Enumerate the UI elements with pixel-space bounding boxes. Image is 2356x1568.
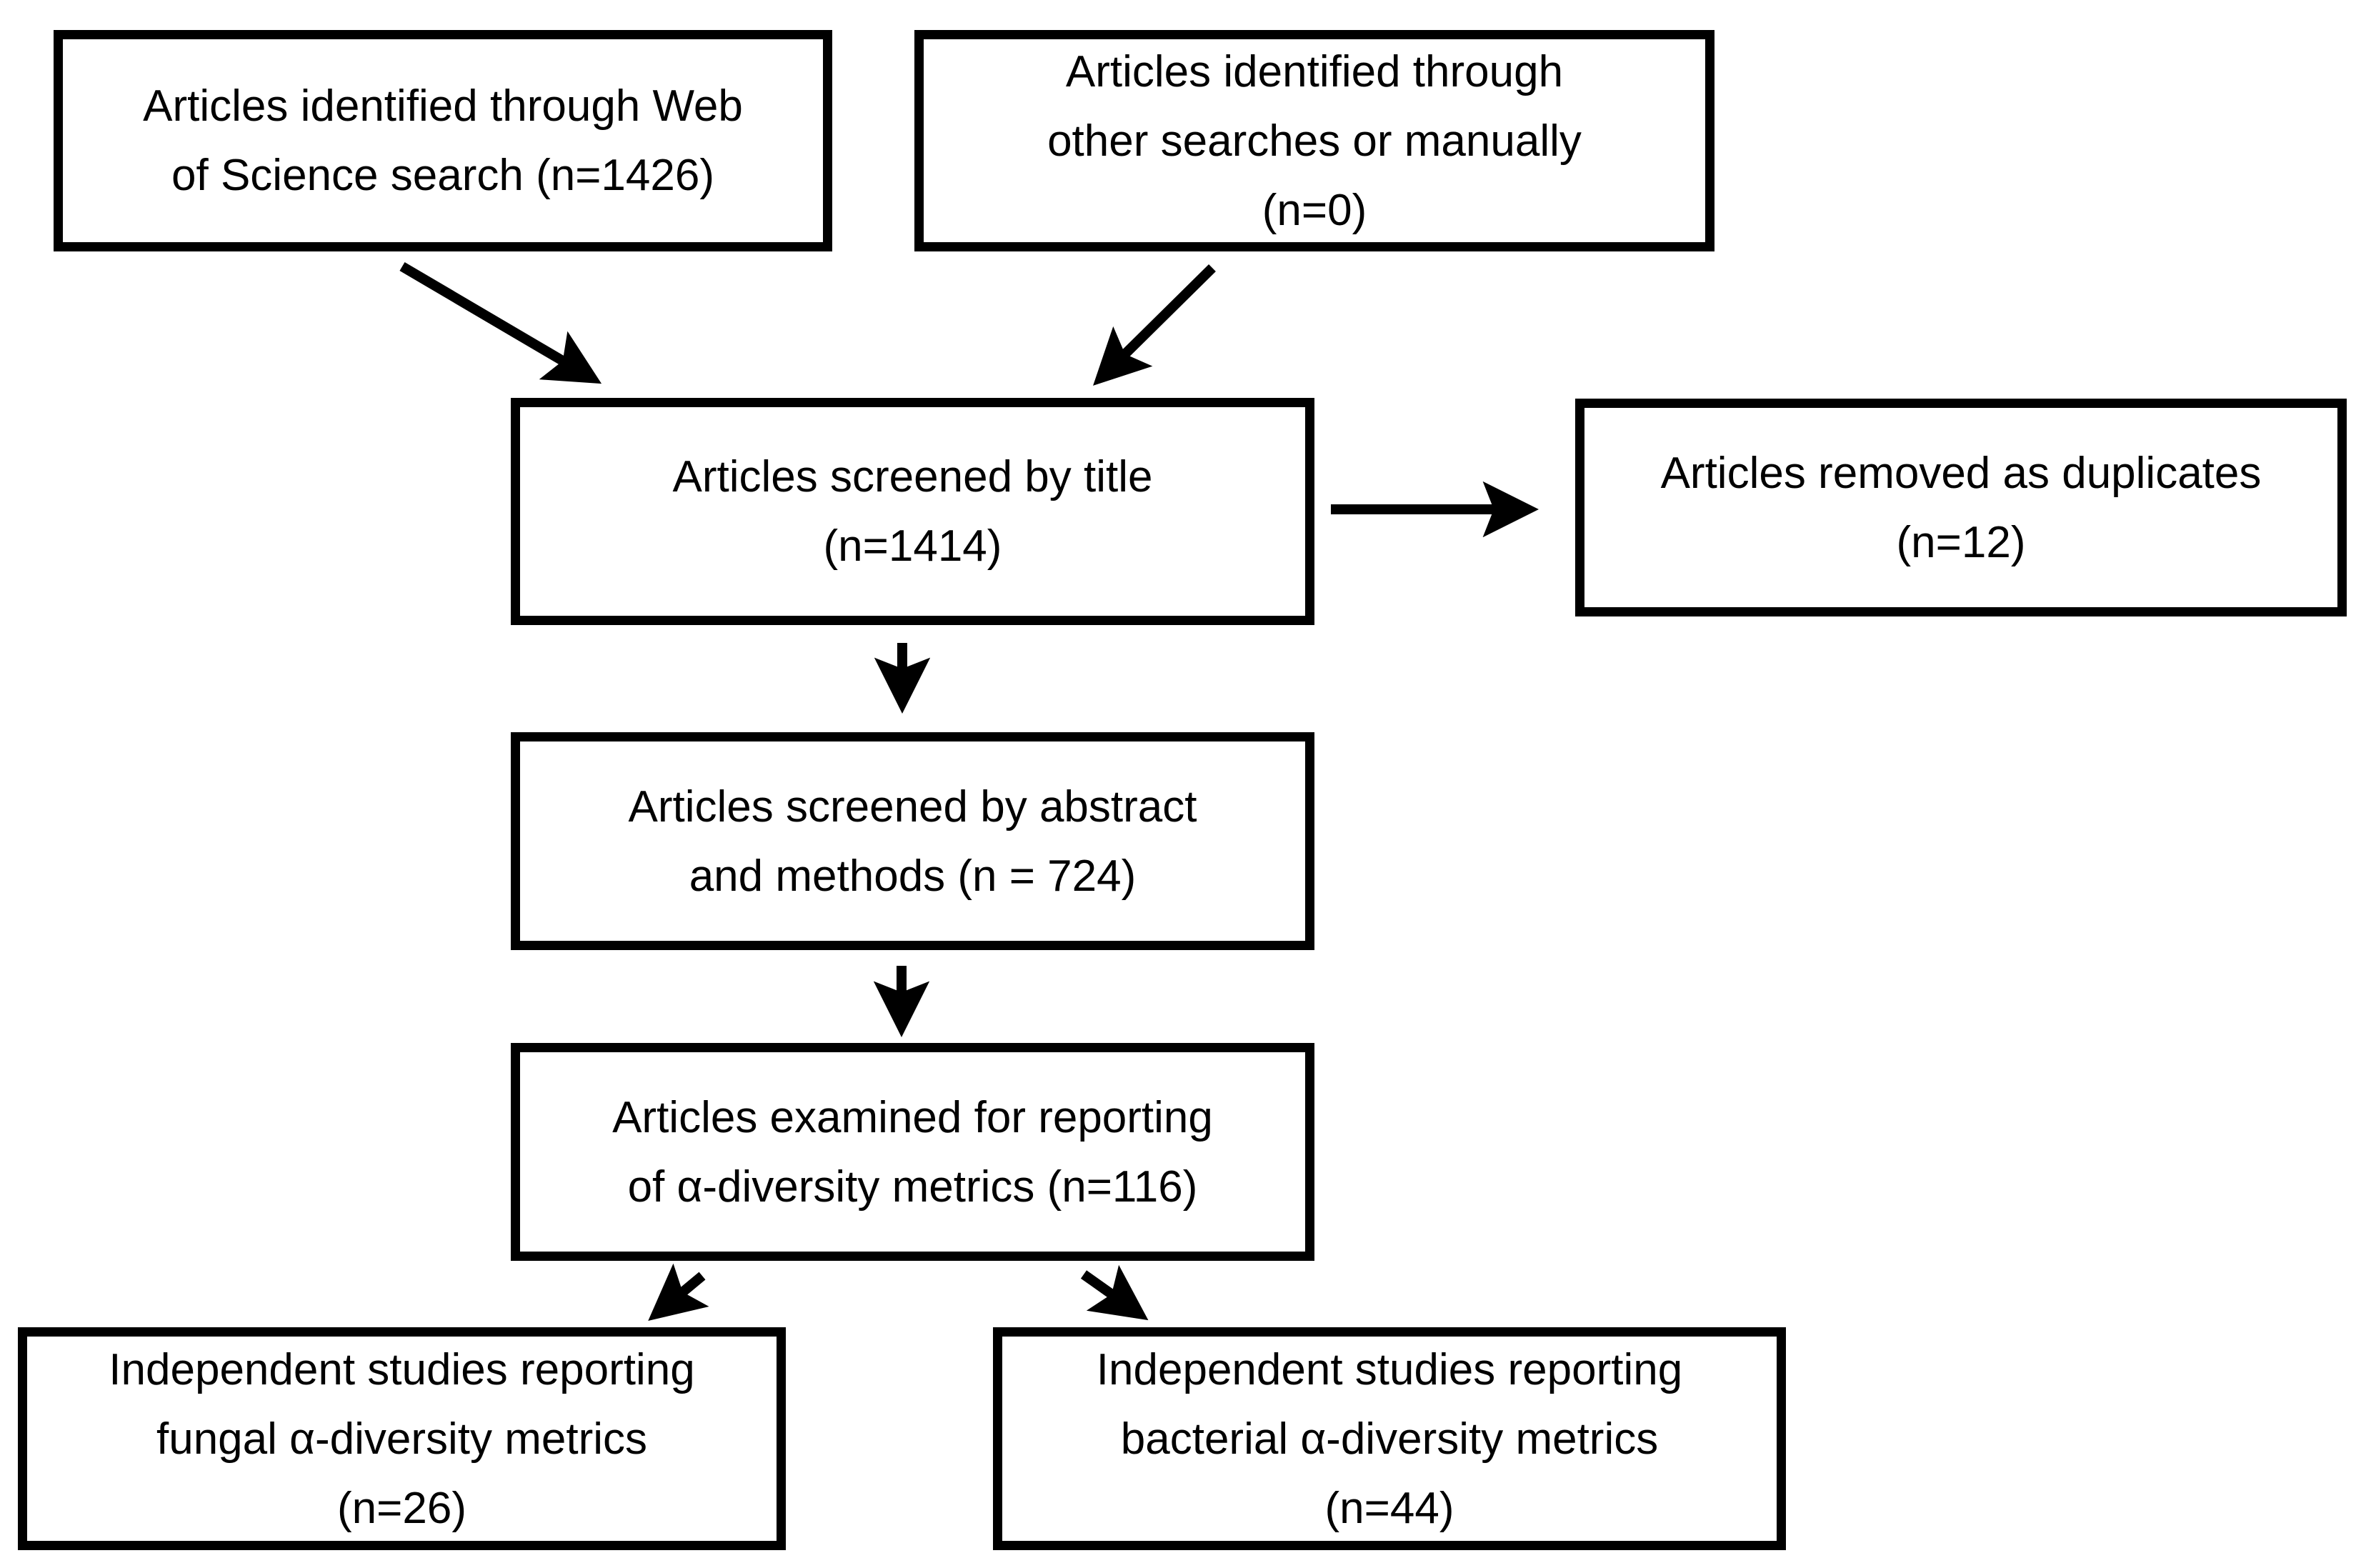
box-text-line: and methods (n = 724) — [689, 851, 1137, 901]
box-text-line: Independent studies reporting — [1096, 1344, 1683, 1394]
box-text-line: (n=44) — [1324, 1483, 1454, 1533]
box-text-line: other searches or manually — [1047, 116, 1582, 166]
box-bacterial-alpha-diversity-studies: Independent studies reporting bacterial … — [993, 1327, 1786, 1550]
box-articles-identified-wos: Articles identified through Web of Scien… — [54, 30, 832, 251]
box-text-line: fungal α-diversity metrics — [156, 1414, 648, 1464]
box-articles-screened-abstract: Articles screened by abstract and method… — [511, 732, 1314, 950]
box-text-line: (n=1414) — [823, 521, 1002, 571]
box-text-line: (n=26) — [337, 1483, 466, 1533]
box-text-line: Articles screened by title — [672, 452, 1153, 501]
box-text-line: Articles examined for reporting — [612, 1092, 1213, 1142]
box-fungal-alpha-diversity-studies: Independent studies reporting fungal α-d… — [18, 1327, 786, 1550]
box-text-line: of Science search (n=1426) — [171, 151, 714, 200]
arrow-wos-to-title — [399, 261, 602, 384]
box-text-line: of α-diversity metrics (n=116) — [627, 1162, 1198, 1212]
box-text-line: Independent studies reporting — [109, 1344, 695, 1394]
box-articles-removed-duplicates: Articles removed as duplicates (n=12) — [1575, 399, 2347, 616]
box-text-line: (n=0) — [1262, 185, 1367, 235]
box-text-line: Articles removed as duplicates — [1660, 448, 2262, 498]
arrow-examined-to-fungal — [648, 1263, 709, 1321]
box-articles-examined-alpha-diversity: Articles examined for reporting of α-div… — [511, 1043, 1314, 1261]
box-text-line: Articles screened by abstract — [628, 781, 1197, 832]
box-text-line: (n=12) — [1896, 517, 2026, 567]
box-articles-identified-other: Articles identified through other search… — [914, 30, 1714, 251]
arrow-other-to-title — [1093, 264, 1216, 386]
box-articles-screened-title: Articles screened by title (n=1414) — [511, 398, 1314, 625]
box-text-line: Articles identified through Web — [143, 81, 743, 131]
arrow-examined-to-bacterial — [1080, 1264, 1149, 1321]
box-text-line: Articles identified through — [1065, 46, 1564, 96]
box-text-line: bacterial α-diversity metrics — [1120, 1414, 1659, 1464]
